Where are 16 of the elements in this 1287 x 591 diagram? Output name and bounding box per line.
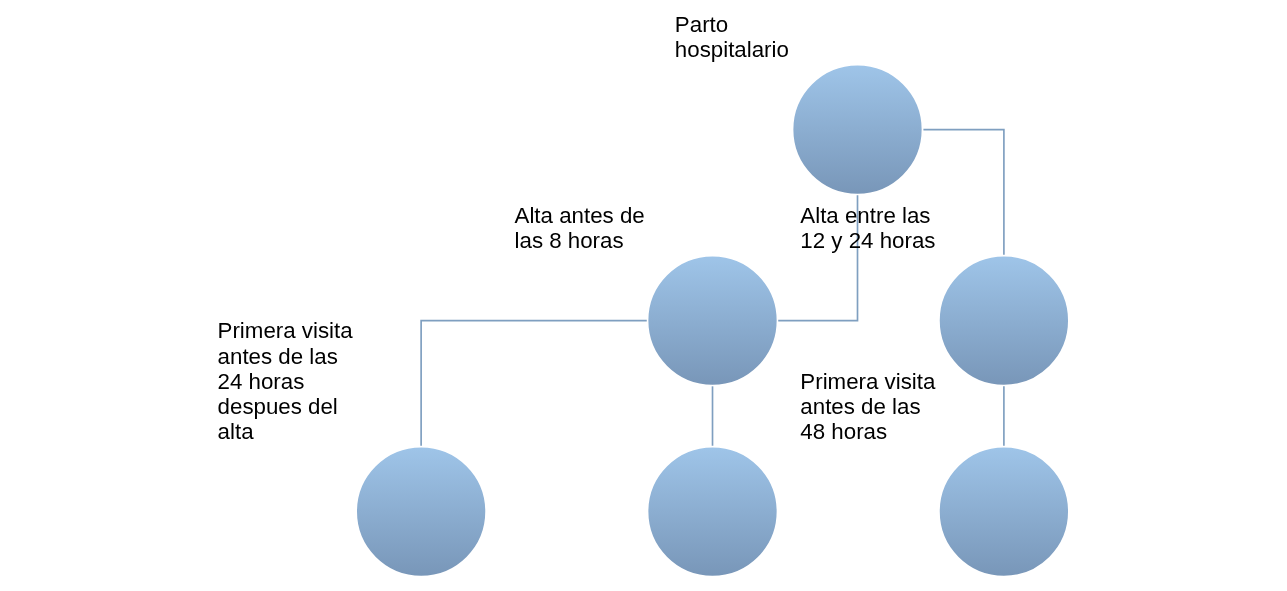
connector [420, 319, 648, 447]
connector [711, 385, 714, 447]
connector [1003, 385, 1005, 447]
node-circle [354, 444, 489, 579]
node-circle [645, 253, 780, 388]
connector [922, 128, 1005, 256]
node-label: Primera visita antes de las 24 horas despues del alta [217, 318, 353, 444]
node-label: Alta antes de las 8 horas [514, 202, 645, 253]
node-label: Alta entre las 12 y 24 horas [800, 202, 936, 253]
node-circle [645, 444, 780, 579]
node-label: Parto hospitalario [674, 11, 789, 62]
node-label: Primera visita antes de las 48 horas [800, 368, 936, 444]
connector [777, 194, 859, 322]
node-circle [936, 253, 1071, 388]
node-circle [936, 444, 1071, 579]
node-circle [790, 62, 925, 197]
